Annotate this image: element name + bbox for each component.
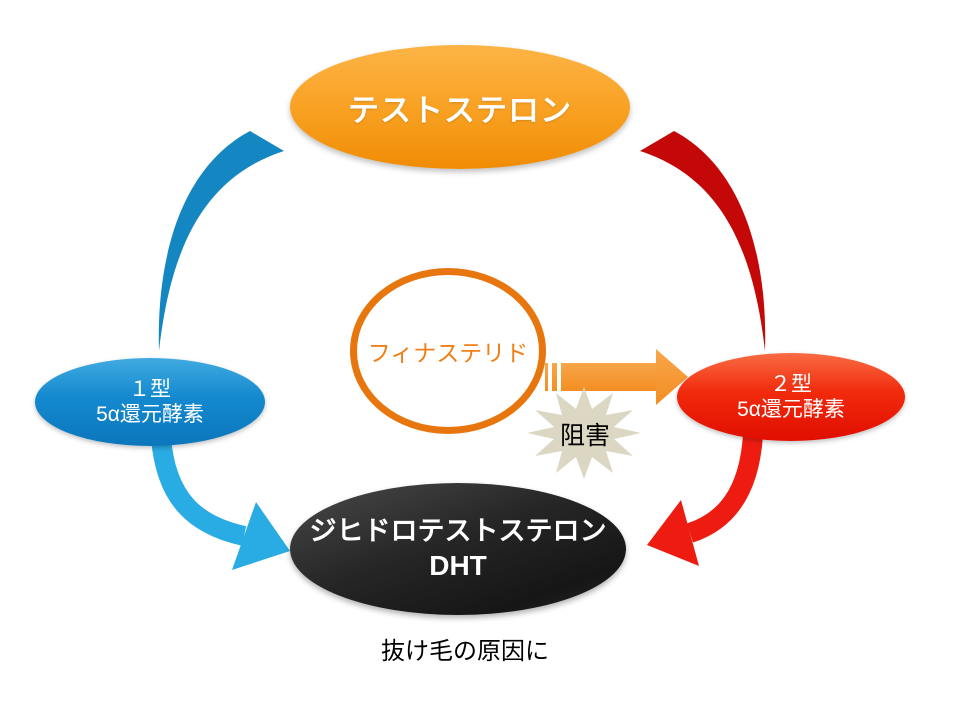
node-testosterone-label: テストステロン: [348, 92, 572, 128]
inhibition-label: 阻害: [559, 422, 610, 450]
node-testosterone: テストステロン: [290, 45, 630, 169]
arrow-type1-to-dht-head: [232, 502, 290, 570]
arrow-testosterone-to-type2: [640, 131, 766, 351]
node-finasteride: フィナステリド: [350, 268, 546, 434]
inhibition-burst-shape: [527, 387, 641, 479]
node-type1-line1: １型: [129, 377, 171, 401]
arrow-type2-to-dht-body: [686, 434, 763, 543]
node-dht: ジヒドロテストステロン DHT: [290, 483, 626, 615]
arrow-type2-to-dht-head: [647, 500, 699, 566]
node-type2-line1: ２型: [770, 372, 812, 396]
arrow-testosterone-to-type1: [158, 131, 284, 351]
node-type2-line2: 5α還元酵素: [737, 398, 845, 421]
node-type1-line2: 5α還元酵素: [96, 403, 204, 426]
node-dht-line1: ジヒドロテストステロン: [309, 515, 607, 546]
node-type1-reductase: １型 5α還元酵素: [35, 358, 265, 446]
node-dht-line2: DHT: [429, 550, 487, 582]
node-type2-reductase: ２型 5α還元酵素: [677, 353, 905, 441]
arrow-finasteride-to-type2: [545, 349, 688, 405]
node-finasteride-label: フィナステリド: [367, 340, 529, 366]
arrow-type1-to-dht-body: [151, 437, 247, 546]
caption-hair-loss: 抜け毛の原因に: [381, 638, 549, 665]
